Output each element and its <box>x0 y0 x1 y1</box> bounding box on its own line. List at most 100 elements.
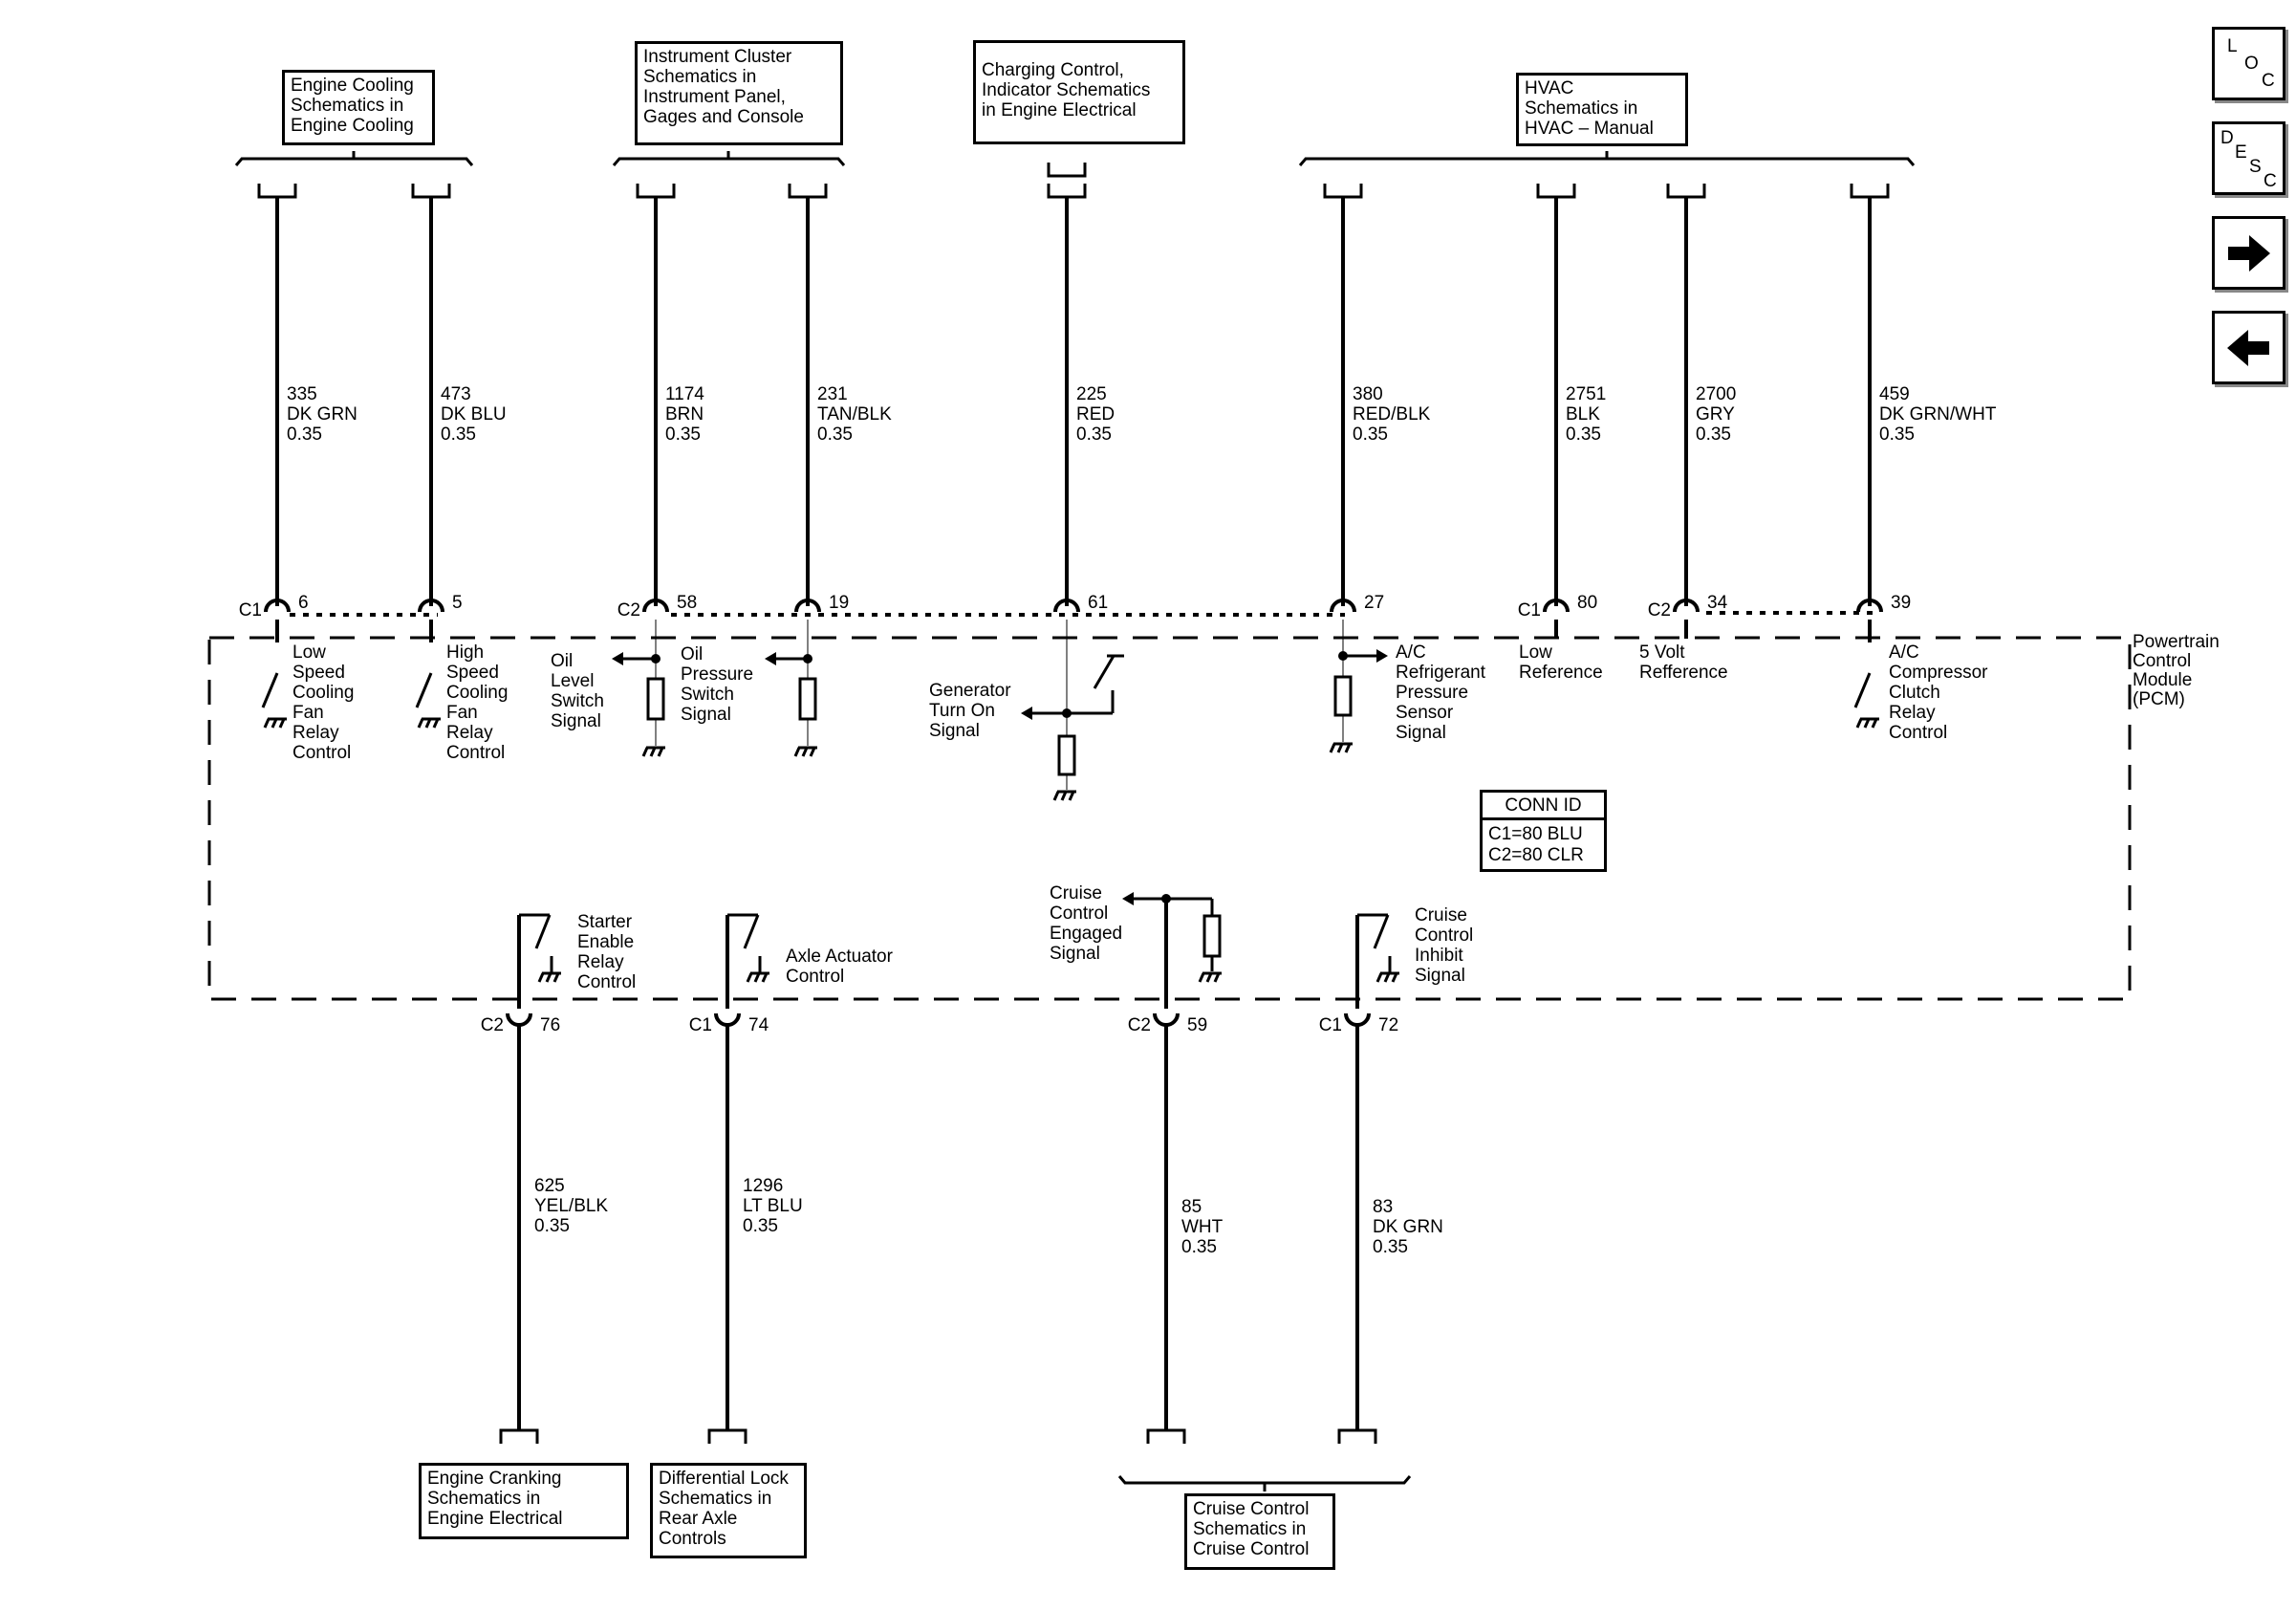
low-speed-fan-switch-ground-icon <box>263 717 287 729</box>
wire-gauge-225: 0.35 <box>1076 425 1112 445</box>
wire-gauge-380: 0.35 <box>1353 425 1388 445</box>
ac-clutch-switch-ground-icon <box>1855 717 1879 729</box>
wire-number-231: 231 <box>817 384 848 404</box>
wire-number-1296: 1296 <box>743 1176 783 1196</box>
wire-number-625: 625 <box>534 1176 565 1196</box>
wire-gauge-473: 0.35 <box>441 425 476 445</box>
wire-color-459: DK GRN/WHT <box>1879 404 1997 425</box>
ac-pressure-node <box>1338 651 1348 661</box>
brace-instrument-cluster <box>612 151 846 166</box>
wire-number-2751: 2751 <box>1566 384 1606 404</box>
wire-number-473: 473 <box>441 384 471 404</box>
oil-pressure-resistor <box>798 677 817 721</box>
pin-1174: 58 <box>677 593 697 613</box>
wire-color-225: RED <box>1076 404 1115 425</box>
ref-cruise-control[interactable]: Cruise Control Schematics in Cruise Cont… <box>1184 1493 1335 1570</box>
loc-button[interactable]: L O C <box>2212 27 2285 100</box>
ref-hvac[interactable]: HVAC Schematics in HVAC – Manual <box>1516 73 1688 146</box>
brace-cruise <box>1117 1475 1412 1491</box>
conn-2700: C2 <box>1648 600 1671 620</box>
starter-switch-contact <box>534 914 552 949</box>
ref-differential-lock[interactable]: Differential Lock Schematics in Rear Axl… <box>650 1463 807 1558</box>
prev-button[interactable] <box>2212 311 2285 384</box>
terminal-459 <box>1850 184 1890 199</box>
ref-charging-control[interactable]: Charging Control, Indicator Schematics i… <box>973 40 1185 144</box>
terminal-85 <box>1146 1428 1186 1444</box>
pin-473: 5 <box>452 593 463 613</box>
wire-gauge-1296: 0.35 <box>743 1216 778 1236</box>
pin-625: 76 <box>540 1015 560 1035</box>
wire-gauge-83: 0.35 <box>1373 1237 1408 1257</box>
cruise-engaged-ground-icon <box>1198 971 1222 983</box>
connector-2751 <box>1543 599 1570 613</box>
desc-letter-c: C <box>2264 171 2277 191</box>
pin-2751: 80 <box>1577 593 1597 613</box>
wire-number-2700: 2700 <box>1696 384 1736 404</box>
connector-83 <box>1344 1012 1371 1027</box>
wire-gauge-625: 0.35 <box>534 1216 570 1236</box>
wire-gauge-2700: 0.35 <box>1696 425 1731 445</box>
connector-231 <box>794 599 821 613</box>
connector-473 <box>418 599 444 613</box>
connector-459 <box>1856 599 1883 613</box>
pin-1296: 74 <box>748 1015 769 1035</box>
ac-pressure-ground-icon <box>1329 742 1353 753</box>
desc-button[interactable]: D E S C <box>2212 121 2285 195</box>
axle-switch-ground-icon <box>746 971 769 983</box>
connector-335 <box>264 599 291 613</box>
inhibit-switch-contact <box>1373 914 1390 949</box>
conn-id-values: C1=80 BLU C2=80 CLR <box>1488 824 1584 865</box>
terminal-2700 <box>1666 184 1706 199</box>
conn-335: C1 <box>239 600 262 620</box>
loc-letter-c: C <box>2262 71 2275 91</box>
conn-2751: C1 <box>1518 600 1541 620</box>
pin-83: 72 <box>1378 1015 1398 1035</box>
desc-letter-e: E <box>2235 142 2247 163</box>
brace-hvac <box>1298 151 1916 166</box>
ac-pressure-arrow <box>1376 649 1388 663</box>
wire-color-335: DK GRN <box>287 404 357 425</box>
oil-level-ground-icon <box>641 746 665 757</box>
wire-gauge-335: 0.35 <box>287 425 322 445</box>
pin-380: 27 <box>1364 593 1384 613</box>
wire-number-225: 225 <box>1076 384 1107 404</box>
oil-pressure-node <box>803 654 812 664</box>
ref-engine-cranking[interactable]: Engine Cranking Schematics in Engine Ele… <box>419 1463 629 1539</box>
pin-459: 39 <box>1891 593 1911 613</box>
generator-ground-icon <box>1052 790 1076 801</box>
oil-level-node <box>651 654 661 664</box>
wire-color-1174: BRN <box>665 404 704 425</box>
arrow-left-icon <box>2227 330 2269 366</box>
generator-arrow <box>1021 707 1032 720</box>
ref-engine-cooling[interactable]: Engine Cooling Schematics in Engine Cool… <box>282 70 435 145</box>
inhibit-switch-ground-icon <box>1375 971 1399 983</box>
wire-color-473: DK BLU <box>441 404 507 425</box>
pcm-module-name: Powertrain Control Module (PCM) <box>2133 632 2220 709</box>
conn-625: C2 <box>481 1015 504 1035</box>
terminal-83 <box>1337 1428 1377 1444</box>
conn-id-box: CONN ID C1=80 BLU C2=80 CLR <box>1480 790 1607 872</box>
ref-instrument-cluster[interactable]: Instrument Cluster Schematics in Instrum… <box>635 41 843 145</box>
connector-1174 <box>642 599 669 613</box>
starter-switch-ground-icon <box>537 971 561 983</box>
terminal-1174 <box>636 184 676 199</box>
wire-number-335: 335 <box>287 384 317 404</box>
wire-gauge-231: 0.35 <box>817 425 853 445</box>
pin-335: 6 <box>298 593 309 613</box>
low-speed-fan-switch-contact <box>261 672 279 708</box>
conn-1174: C2 <box>617 600 640 620</box>
cruise-engaged-node <box>1161 894 1171 903</box>
terminal-225 <box>1047 184 1087 199</box>
next-button[interactable] <box>2212 216 2285 290</box>
conn-85: C2 <box>1128 1015 1151 1035</box>
